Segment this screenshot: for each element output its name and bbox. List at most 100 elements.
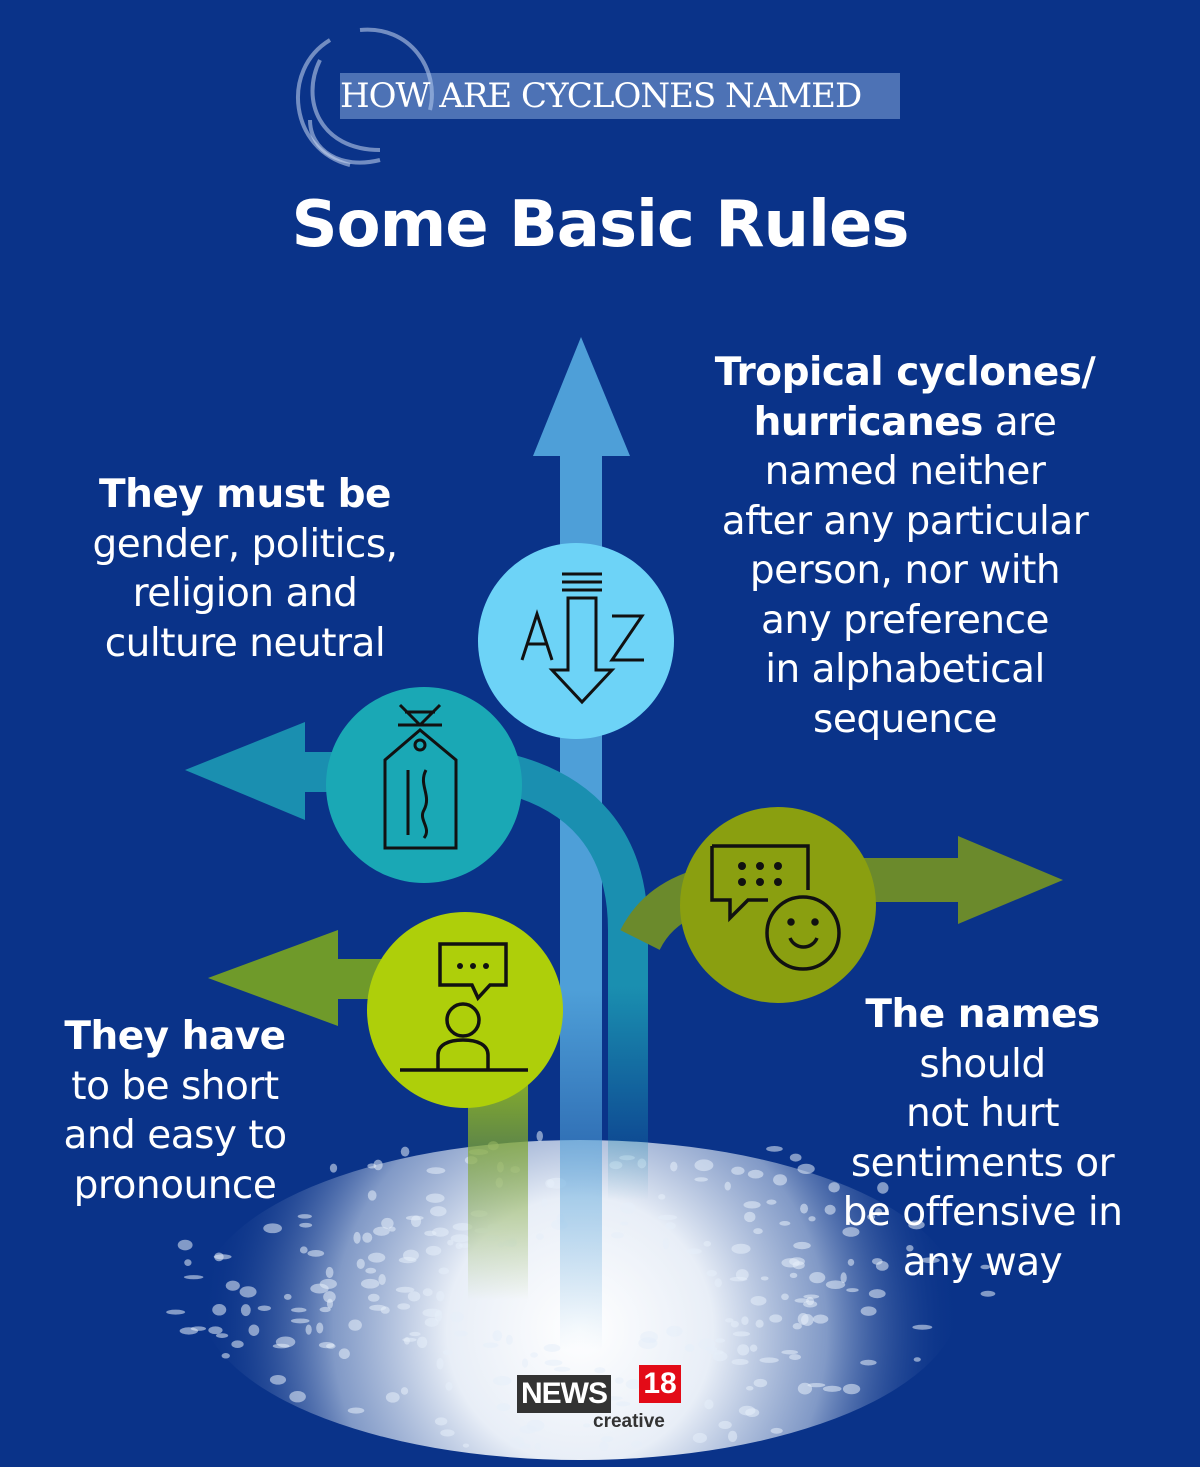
cyclone-cloud-dot xyxy=(725,1318,734,1323)
cyclone-cloud-dot xyxy=(450,1234,470,1243)
cyclone-cloud-dot xyxy=(319,1306,331,1313)
cyclone-cloud-dot xyxy=(797,1382,813,1395)
cyclone-cloud-dot xyxy=(809,1272,826,1284)
cyclone-cloud-dot xyxy=(380,1306,390,1314)
cyclone-cloud-dot xyxy=(731,1358,749,1366)
cyclone-cloud-dot xyxy=(840,1272,847,1284)
cyclone-cloud-dot xyxy=(724,1181,731,1191)
cyclone-cloud-dot xyxy=(760,1276,769,1281)
cyclone-cloud-dot xyxy=(177,1239,193,1251)
cyclone-cloud-dot xyxy=(614,1377,624,1384)
rule-line: sentiments or xyxy=(810,1139,1155,1189)
cyclone-cloud-dot xyxy=(860,1359,877,1366)
cyclone-cloud-dot xyxy=(789,1257,805,1266)
cyclone-cloud-dot xyxy=(731,1166,745,1175)
cyclone-cloud-dot xyxy=(434,1310,443,1322)
cyclone-cloud-dot xyxy=(221,1353,230,1359)
cyclone-cloud-dot xyxy=(745,1386,754,1391)
rule-bold-text: The names xyxy=(865,992,1100,1037)
cyclone-cloud-dot xyxy=(779,1221,791,1226)
cyclone-cloud-dot xyxy=(436,1357,444,1370)
cyclone-cloud-dot xyxy=(662,1237,670,1250)
rule-text: gender, politics, xyxy=(92,521,398,567)
rule-line: religion and xyxy=(45,569,445,619)
cyclone-cloud-dot xyxy=(875,1208,883,1216)
rule-text: in alphabetical xyxy=(765,647,1045,692)
rule-text: after any particular xyxy=(721,498,1089,544)
cyclone-cloud-dot xyxy=(766,1146,783,1152)
cyclone-cloud-dot xyxy=(868,1289,886,1299)
cyclone-cloud-dot xyxy=(755,1319,764,1328)
cyclone-cloud-dot xyxy=(367,1293,380,1302)
rule-line: culture neutral xyxy=(45,619,445,669)
rule-text: pronounce xyxy=(73,1162,277,1208)
rule-line: any preference xyxy=(680,596,1130,646)
cyclone-cloud-dot xyxy=(692,1432,708,1444)
cyclone-cloud-dot xyxy=(323,1291,336,1303)
rule-line: be offensive in xyxy=(810,1188,1155,1238)
cyclone-cloud-dot xyxy=(749,1344,758,1352)
cyclone-cloud-dot xyxy=(447,1239,454,1246)
cyclone-cloud-dot xyxy=(405,1215,424,1221)
chat-circle xyxy=(680,807,876,1003)
cyclone-cloud-dot xyxy=(553,1366,571,1372)
cyclone-cloud-dot xyxy=(744,1211,756,1223)
cyclone-cloud-dot xyxy=(541,1198,548,1207)
cyclone-cloud-dot xyxy=(431,1227,449,1237)
cyclone-cloud-dot xyxy=(462,1443,470,1448)
logo-number: 18 xyxy=(639,1365,681,1403)
cyclone-cloud-dot xyxy=(789,1272,798,1278)
cyclone-cloud-dot xyxy=(299,1246,308,1254)
cyclone-cloud-dot xyxy=(640,1331,658,1344)
cyclone-cloud-dot xyxy=(846,1288,859,1293)
cyclone-cloud-dot xyxy=(781,1293,789,1301)
cyclone-cloud-dot xyxy=(316,1322,324,1334)
kicker-text: HOW ARE CYCLONES NAMED xyxy=(340,76,862,116)
cyclone-cloud-dot xyxy=(793,1241,811,1250)
cyclone-cloud-dot xyxy=(738,1405,756,1416)
cyclone-cloud-dot xyxy=(703,1240,712,1247)
cyclone-cloud-dot xyxy=(781,1349,799,1355)
cyclone-cloud-dot xyxy=(789,1153,802,1162)
cyclone-cloud-dot xyxy=(530,1352,538,1358)
cyclone-cloud-dot xyxy=(708,1349,724,1355)
rule-text: sentiments or xyxy=(850,1140,1115,1186)
cyclone-cloud-dot xyxy=(373,1226,390,1236)
speaker-icon xyxy=(400,942,528,1072)
cyclone-cloud-dot xyxy=(543,1344,561,1352)
cyclone-cloud-dot xyxy=(385,1392,400,1403)
cyclone-cloud-dot xyxy=(290,1318,310,1324)
cyclone-cloud-dot xyxy=(952,1257,962,1263)
cyclone-cloud-dot xyxy=(877,1182,889,1194)
cyclone-cloud-dot xyxy=(731,1243,751,1254)
rule-line: person, nor with xyxy=(680,546,1130,596)
rule-bold-text: hurricanes xyxy=(753,399,984,445)
cyclone-cloud-dot xyxy=(812,1314,829,1324)
cyclone-cloud-dot xyxy=(367,1252,386,1263)
cyclone-cloud-dot xyxy=(906,1244,914,1252)
rule-bold-text: They must be xyxy=(98,472,392,517)
cyclone-cloud-dot xyxy=(789,1354,801,1360)
cyclone-cloud-dot xyxy=(240,1304,251,1317)
cyclone-cloud-dot xyxy=(694,1159,714,1172)
cyclone-cloud-dot xyxy=(338,1348,350,1360)
cyclone-cloud-dot xyxy=(326,1343,336,1349)
cyclone-cloud-dot xyxy=(714,1278,722,1288)
cyclone-cloud-dot xyxy=(825,1280,846,1289)
cyclone-cloud-dot xyxy=(434,1417,448,1426)
cyclone-cloud-dot xyxy=(325,1266,334,1279)
cyclone-cloud-dot xyxy=(620,1202,636,1214)
cyclone-cloud-dot xyxy=(416,1336,428,1349)
cyclone-cloud-dot xyxy=(706,1269,717,1277)
cyclone-cloud-dot xyxy=(395,1286,415,1293)
rule-line: Tropical cyclones/ xyxy=(680,348,1130,398)
cyclone-cloud-dot xyxy=(686,1248,702,1255)
cyclone-cloud-dot xyxy=(797,1313,809,1325)
cyclone-cloud-dot xyxy=(657,1214,678,1220)
cyclone-cloud-dot xyxy=(381,1217,394,1229)
cyclone-cloud-dot xyxy=(730,1320,739,1328)
cyclone-cloud-dot xyxy=(409,1331,421,1337)
cyclone-cloud-dot xyxy=(455,1242,463,1250)
